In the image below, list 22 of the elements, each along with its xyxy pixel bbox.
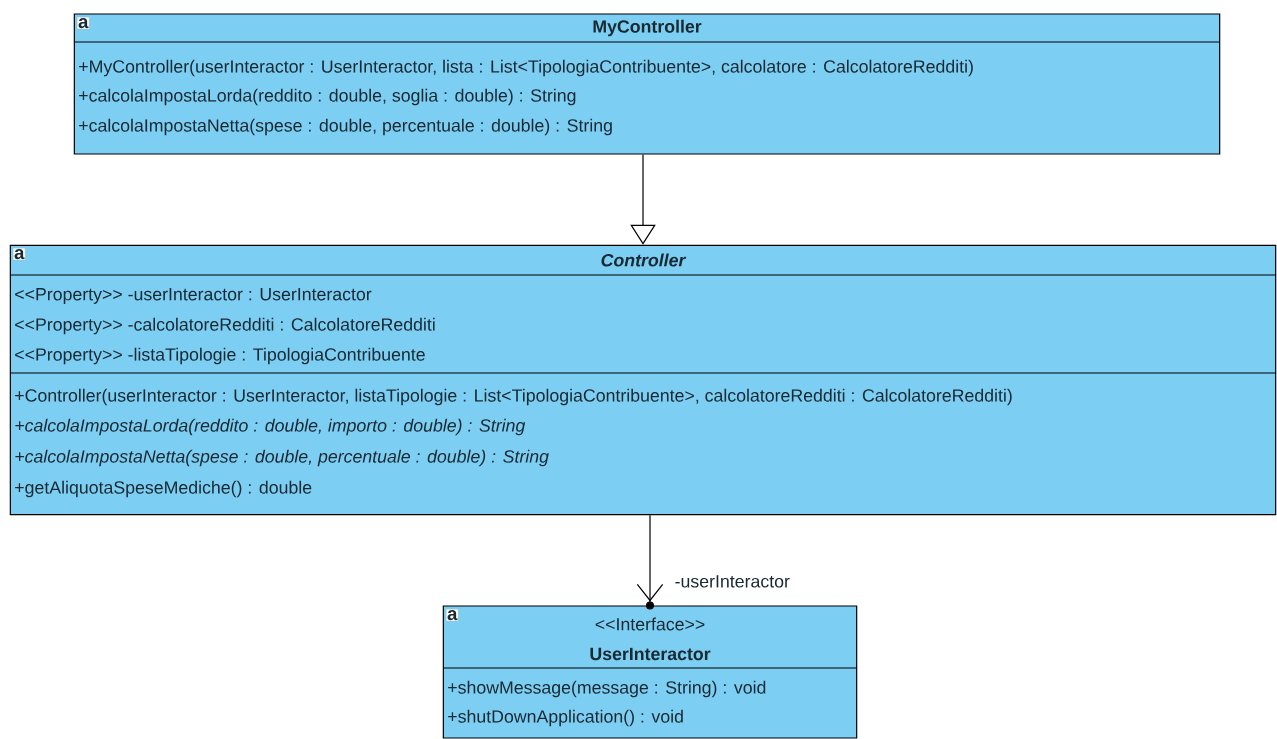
stereotype-label: <<Interface>> bbox=[595, 617, 705, 631]
method-text: +getAliquotaSpeseMediche() : double bbox=[15, 480, 312, 498]
class-name: MyController bbox=[593, 19, 702, 37]
class-name: UserInteractor bbox=[590, 647, 711, 661]
method-text: +showMessage(message : String) : void bbox=[448, 680, 766, 698]
attribute-text: <<Property>> -calcolatoreRedditi : CalcolatoreRedditi bbox=[15, 317, 435, 335]
method-text: +calcolaImpostaNetta(spese : double, percentuale : double) : String bbox=[15, 449, 549, 467]
arrow bbox=[636, 514, 664, 610]
class-box bbox=[442, 605, 858, 739]
method-text: +calcolaImpostaLorda(reddito : double, importo : double) : String bbox=[15, 418, 526, 436]
attribute-text: <<Property>> -userInteractor : UserInteractor bbox=[15, 288, 372, 304]
edge-label: -userInteractor bbox=[673, 573, 792, 589]
class-box bbox=[73, 13, 1221, 155]
method-text: +calcolaImpostaLorda(reddito : double, soglia : double) : String bbox=[79, 88, 576, 106]
method-text: +shutDownApplication() : void bbox=[448, 709, 683, 727]
arrow bbox=[630, 154, 656, 245]
class-name: Controller bbox=[601, 253, 687, 267]
attribute-text: <<Property>> -listaTipologie : TipologiaContribuente bbox=[15, 347, 425, 365]
class-box bbox=[9, 244, 1277, 516]
method-text: +Controller(userInteractor : UserInteractor, listaTipologie : List<TipologiaContribuente>, calcolatoreRedditi : CalcolatoreRedditi) bbox=[15, 388, 1012, 406]
method-text: +calcolaImpostaNetta(spese : double, percentuale : double) : String bbox=[79, 118, 612, 136]
method-text: +MyController(userInteractor : UserInteractor, lista : List<TipologiaContribuente>, calcolatore : CalcolatoreRedditi) bbox=[79, 59, 973, 77]
